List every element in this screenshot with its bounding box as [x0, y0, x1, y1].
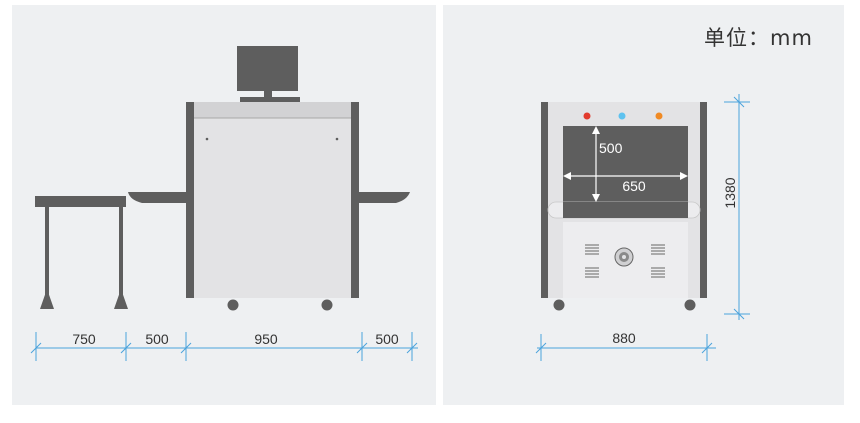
machine-top — [186, 102, 359, 118]
monitor-screen — [237, 46, 298, 91]
dim-table-length: 750 — [72, 331, 96, 347]
left-conveyor — [128, 192, 186, 203]
unit-label: 单位：mm — [704, 26, 813, 50]
dim-right-conveyor: 500 — [375, 331, 399, 347]
front-view-machine — [541, 102, 707, 311]
vent-right — [651, 244, 665, 278]
side-view-machine — [35, 46, 410, 311]
tunnel-opening — [563, 126, 688, 202]
conveyor-belt-center — [563, 202, 688, 218]
front-height-dimension — [724, 94, 750, 320]
dim-body-length: 950 — [254, 331, 278, 347]
side-dimension-line — [30, 332, 418, 361]
tunnel-dimension-arrows — [563, 126, 688, 202]
dim-tunnel-height: 500 — [599, 140, 623, 156]
front-right-panel — [700, 102, 707, 298]
table-foot-right — [114, 289, 128, 309]
dim-tunnel-width: 650 — [622, 178, 646, 194]
side-wheel-left — [227, 299, 239, 311]
table-leg-left — [45, 207, 49, 297]
indicator-orange — [655, 112, 663, 120]
vent-left — [585, 244, 599, 278]
dim-overall-width: 880 — [612, 330, 636, 346]
front-wheel-left — [553, 299, 565, 311]
body-screw-right — [335, 137, 339, 141]
key-lock — [614, 247, 634, 267]
front-width-dimension — [535, 334, 716, 361]
machine-body — [186, 102, 359, 298]
side-wheel-right — [321, 299, 333, 311]
table-top — [35, 196, 126, 207]
front-wheel-right — [684, 299, 696, 311]
indicator-red — [583, 112, 591, 120]
indicator-blue — [618, 112, 626, 120]
monitor-stand — [264, 91, 272, 98]
right-side-panel — [351, 102, 359, 298]
right-conveyor — [359, 192, 410, 203]
body-screw-left — [205, 137, 209, 141]
table-foot-left — [40, 289, 54, 309]
monitor-base — [240, 97, 300, 102]
dim-left-conveyor: 500 — [145, 331, 169, 347]
left-side-panel — [186, 102, 194, 298]
table-leg-right — [119, 207, 123, 297]
dim-overall-height: 1380 — [722, 177, 738, 208]
front-left-panel — [541, 102, 548, 298]
